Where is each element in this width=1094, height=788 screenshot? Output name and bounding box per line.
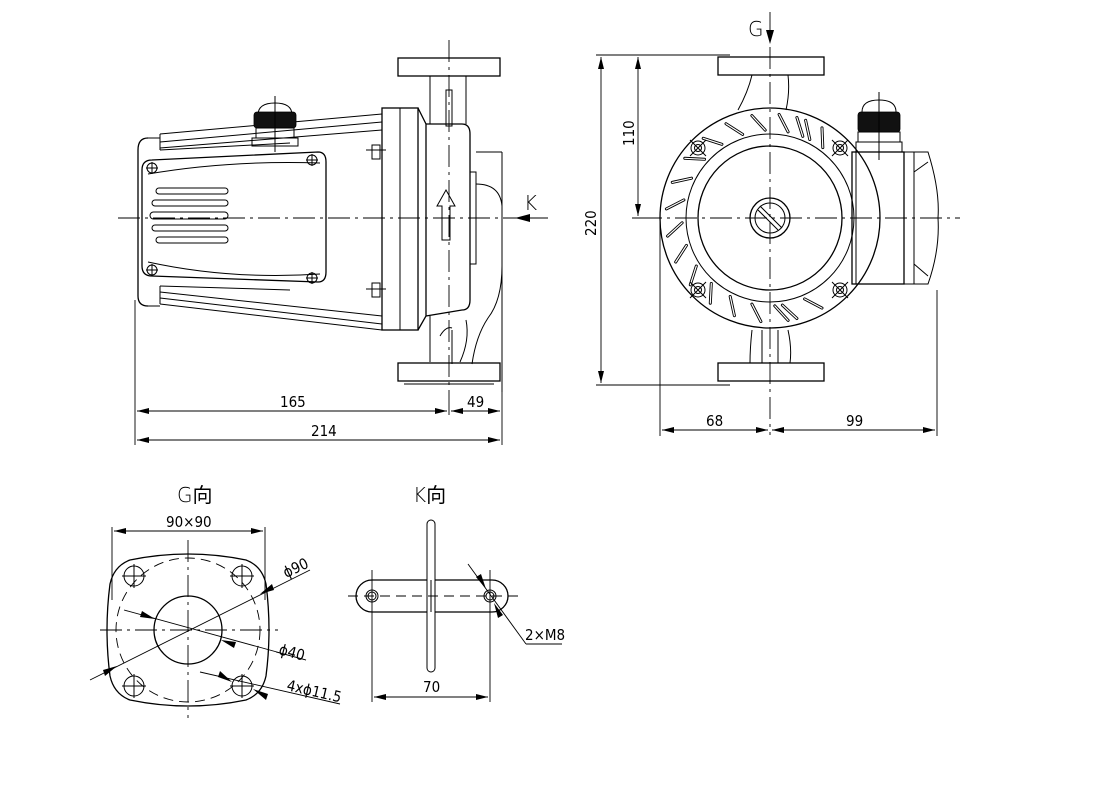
volute-fin (803, 298, 823, 309)
motor-fins-bottom (159, 285, 383, 331)
volute-fin (774, 305, 789, 321)
dim-hole-spacing: 70 (423, 678, 440, 696)
g-view: G向 90×90 ϕ90 ϕ40 4xϕ11.5 (89, 483, 343, 718)
dim-overall-height: 220 (582, 210, 600, 236)
volute-fin (821, 127, 824, 149)
dim-left-width: 68 (706, 412, 723, 430)
volute-fin (702, 137, 723, 145)
front-terminal-box (851, 92, 939, 285)
terminal-box-cover (141, 151, 327, 283)
g-view-marker: G (748, 17, 764, 41)
bottom-flange (397, 362, 501, 382)
g-bore (153, 595, 223, 665)
dim-bolt-circle: ϕ90 (280, 554, 311, 581)
front-view: G (582, 12, 960, 436)
cable-gland (251, 96, 299, 152)
side-view: K 165 49 214 (118, 40, 548, 445)
dim-overall-length: 214 (311, 422, 337, 440)
dim-pump-offset: 49 (467, 393, 484, 411)
k-mounting-lug (355, 579, 509, 613)
volute-fin (751, 114, 766, 131)
g-bolt-circle (115, 557, 261, 703)
dim-threads: 2×M8 (525, 626, 565, 644)
dim-bore: ϕ40 (277, 640, 307, 664)
front-bolts (689, 139, 849, 299)
volute-fin (725, 123, 744, 135)
k-view: K向 2×M8 70 (348, 483, 565, 702)
vent-slots (149, 187, 229, 244)
volute-fin (709, 282, 712, 304)
g-view-title: G向 (177, 483, 213, 507)
volute-fin (781, 304, 798, 320)
volute-fin (684, 157, 706, 160)
upper-pipe (429, 76, 467, 124)
pump-volute (425, 123, 471, 317)
k-vertical-bar (426, 519, 436, 673)
g-flange-outline (106, 553, 270, 707)
front-top-flange (717, 56, 825, 76)
volute-fin (666, 222, 683, 237)
k-view-arrow (515, 214, 530, 222)
volute-fin (729, 295, 736, 317)
dim-motor-length: 165 (280, 393, 306, 411)
k-view-marker: K (524, 191, 537, 215)
dim-right-width: 99 (846, 412, 863, 430)
volute-fin (675, 244, 688, 263)
volute-fin (804, 119, 811, 141)
dim-bolt-holes: 4xϕ11.5 (285, 676, 343, 706)
k-view-title: K向 (413, 483, 446, 507)
front-bottom-flange (717, 362, 825, 382)
volute-fin (671, 177, 693, 183)
top-flange (397, 57, 501, 77)
shaft-plug (749, 197, 791, 239)
dim-flange-square: 90×90 (166, 513, 212, 531)
motor-end-cap (137, 137, 149, 307)
volute-fin (689, 265, 697, 286)
lower-pipe (429, 316, 468, 364)
g-bolt-holes (122, 564, 254, 698)
volute-fin (751, 303, 762, 323)
volute-fin (778, 113, 789, 133)
cover-screws (146, 154, 318, 284)
dim-half-height: 110 (620, 120, 638, 146)
flow-direction-arrow (436, 188, 456, 241)
g-view-arrow (766, 30, 774, 44)
impeller-housing (697, 145, 843, 291)
pump-body-left (417, 107, 427, 331)
volute-fins (664, 112, 825, 324)
volute-fin (796, 116, 804, 137)
volute-fin (665, 199, 685, 210)
